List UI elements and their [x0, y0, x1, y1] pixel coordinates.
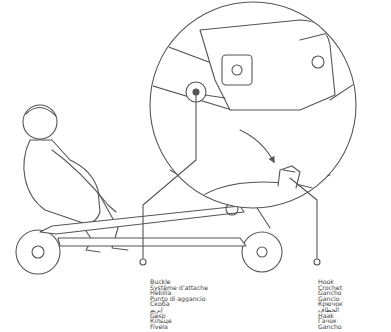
- part-label: Fivela: [150, 324, 168, 330]
- latch-bolt: [232, 65, 242, 75]
- folded-stem: [40, 206, 244, 234]
- rear-fender-zoom: [170, 182, 380, 230]
- scooter-deck: [58, 238, 246, 246]
- leader-line: [143, 92, 196, 258]
- front-wheel: [16, 230, 60, 274]
- zoom-circle: [150, 2, 356, 208]
- hinge-block: [200, 20, 335, 110]
- leader-line: [290, 178, 317, 258]
- leader-end: [314, 259, 320, 265]
- latch-plate: [222, 55, 252, 85]
- rider-head: [23, 105, 57, 139]
- rear-hub: [257, 247, 267, 257]
- hinge-pin: [312, 56, 324, 68]
- buckle-link: [205, 95, 225, 98]
- hook-edge: [283, 170, 295, 172]
- part-label: Gancho: [318, 324, 342, 330]
- rider-body: [24, 140, 100, 223]
- rider-arm: [52, 150, 116, 212]
- front-hub: [32, 246, 44, 258]
- helmet-line: [26, 107, 56, 116]
- hook-stud: [278, 166, 300, 188]
- hinge-arm: [300, 30, 360, 100]
- leader-end: [140, 259, 146, 265]
- rear-wheel: [242, 232, 282, 272]
- fold-arrow: [240, 130, 274, 162]
